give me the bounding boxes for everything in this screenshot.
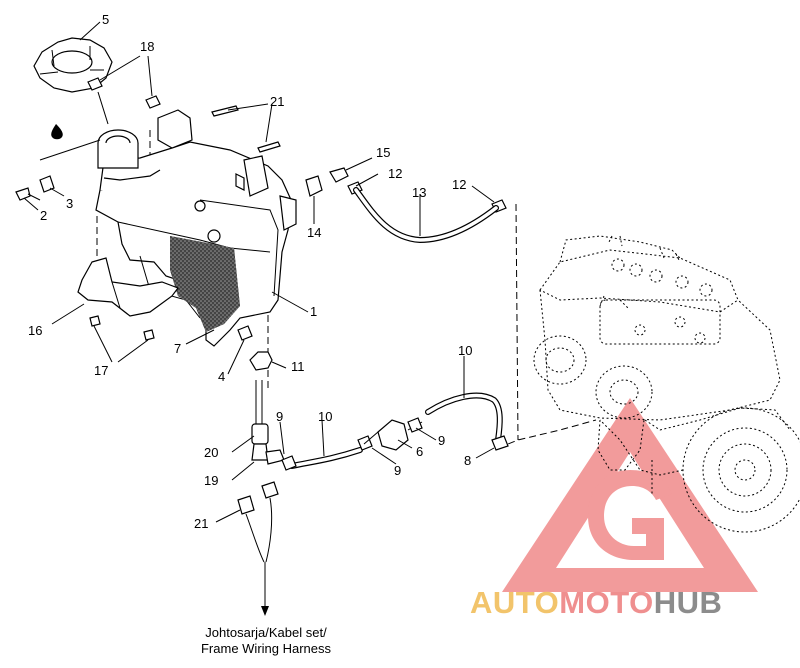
hose-vent <box>353 187 499 244</box>
callout-10-lower: 10 <box>318 409 332 424</box>
callout-3: 3 <box>66 196 73 211</box>
hose-feed-upper <box>425 392 509 451</box>
callout-4: 4 <box>218 369 225 384</box>
engine-assembly <box>533 235 800 533</box>
callout-19: 19 <box>204 473 218 488</box>
callout-12-left: 12 <box>388 166 402 181</box>
inline-filter <box>363 417 423 451</box>
caption-line-2: Frame Wiring Harness <box>200 641 332 656</box>
callout-11: 11 <box>291 359 305 374</box>
callout-10-upper: 10 <box>458 343 472 358</box>
callout-9-mid: 9 <box>394 463 401 478</box>
watermark-triangle <box>502 398 758 592</box>
callout-16: 16 <box>28 323 42 338</box>
watermark-auto: AUTO <box>470 585 560 620</box>
watermark-moto: MOTO <box>559 585 654 620</box>
callout-14: 14 <box>307 225 321 240</box>
watermark-logo: AUTOMOTOHUB <box>470 585 722 621</box>
caption-line-1: Johtosarja/Kabel set/ <box>205 625 327 640</box>
callout-7: 7 <box>174 341 181 356</box>
callout-18: 18 <box>140 39 154 54</box>
leader-lines <box>23 21 495 523</box>
harness-caption: Johtosarja/Kabel set/ Frame Wiring Harne… <box>176 625 356 657</box>
callout-6: 6 <box>416 444 423 459</box>
filler-cap <box>33 37 113 93</box>
callout-15: 15 <box>376 145 390 160</box>
wire-harness <box>237 481 279 616</box>
bracket <box>77 257 179 317</box>
callout-12-right: 12 <box>452 177 466 192</box>
callouts: 5 18 21 3 2 1 16 7 17 4 11 14 15 12 13 1… <box>28 12 472 531</box>
callout-21-upper: 21 <box>270 94 284 109</box>
callout-9-right: 9 <box>438 433 445 448</box>
callout-21-lower: 21 <box>194 516 208 531</box>
callout-1: 1 <box>310 304 317 319</box>
oil-tank <box>95 109 297 347</box>
callout-9-left: 9 <box>276 409 283 424</box>
callout-17: 17 <box>94 363 108 378</box>
watermark-hub: HUB <box>653 585 723 620</box>
hose-feed-lower <box>281 435 373 471</box>
oil-drop-icon <box>51 124 63 140</box>
callout-20: 20 <box>204 445 218 460</box>
callout-5: 5 <box>102 12 109 27</box>
callout-8: 8 <box>464 453 471 468</box>
callout-13: 13 <box>412 185 426 200</box>
callout-2: 2 <box>40 208 47 223</box>
